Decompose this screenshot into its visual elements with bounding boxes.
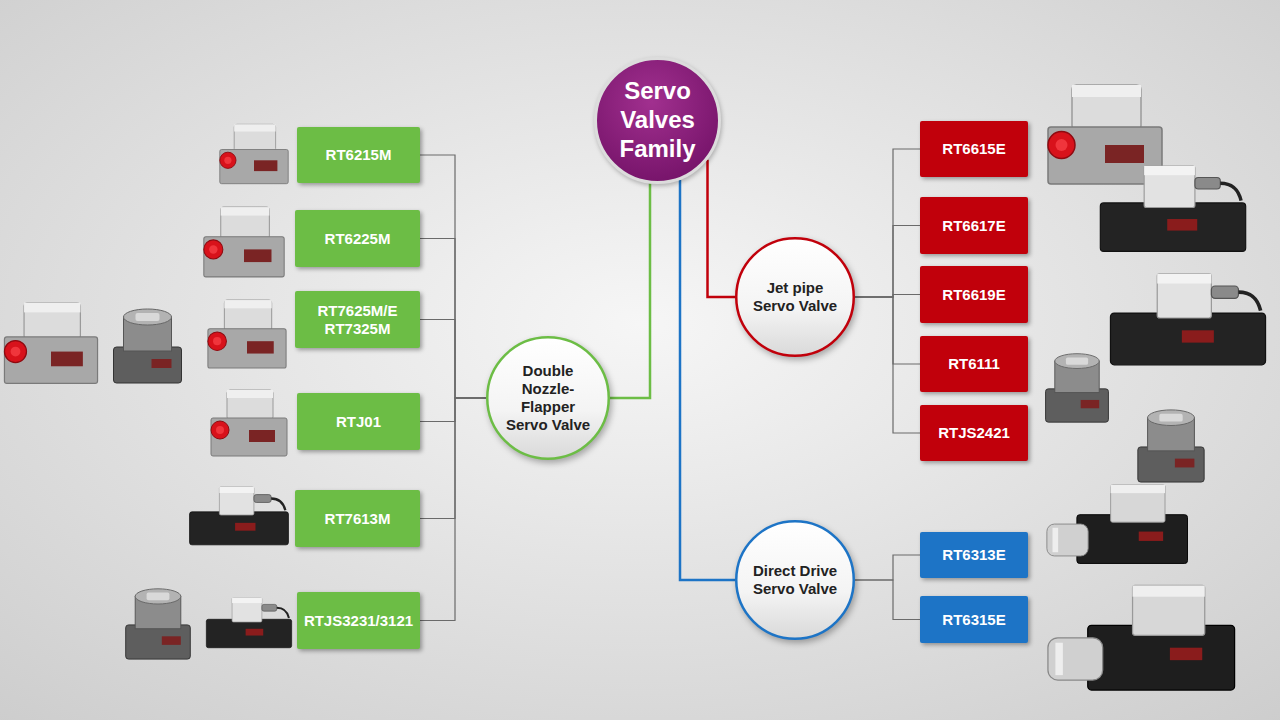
category-connector: [610, 184, 650, 398]
tree-connector: [855, 297, 920, 364]
tree-connector: [855, 149, 920, 297]
model-name: RT6111: [948, 355, 1000, 373]
model-box: RT7613M: [295, 490, 420, 547]
valve-photo: [208, 300, 286, 368]
circle-shape: [487, 337, 609, 459]
valve-photo: [4, 303, 97, 384]
valve-photo: [1110, 274, 1265, 365]
valve-photo: [1138, 410, 1204, 482]
model-name: RT6225M: [325, 230, 391, 248]
model-name: RTJS2421: [938, 424, 1010, 442]
model-name: RT7613M: [325, 510, 391, 528]
model-box: RT6617E: [920, 197, 1028, 254]
valve-photo: [206, 598, 291, 648]
circle-shape: [736, 521, 854, 639]
circle-label: Servo Valves Family: [608, 77, 708, 163]
circle-label: Direct Drive Servo Valve: [749, 562, 841, 598]
model-name: RT6617E: [942, 217, 1005, 235]
valve-photo: [220, 124, 288, 183]
valve-photo: [1047, 485, 1188, 564]
model-name: RT6619E: [942, 286, 1005, 304]
model-box: RT7625M/E RT7325M: [295, 291, 420, 348]
model-box: RT6619E: [920, 266, 1028, 323]
model-box: RTJS2421: [920, 405, 1028, 461]
tree-connector: [420, 239, 486, 399]
tree-connector: [855, 297, 920, 433]
model-name: RT6313E: [942, 546, 1005, 564]
model-box: RTJ01: [297, 393, 420, 450]
model-name: RTJ01: [336, 413, 381, 431]
valve-photo: [1046, 354, 1109, 422]
model-box: RT6313E: [920, 532, 1028, 578]
model-box: RTJS3231/3121: [297, 592, 420, 649]
tree-connector: [420, 398, 486, 621]
model-box: RT6615E: [920, 121, 1028, 177]
category-connector: [680, 180, 735, 580]
valve-photo: [204, 207, 284, 277]
circle-shape: [596, 59, 720, 183]
model-box: RT6215M: [297, 127, 420, 183]
root-circle: Servo Valves Family: [594, 57, 721, 184]
model-name: RTJS3231/3121: [304, 612, 413, 630]
model-name: RT6215M: [326, 146, 392, 164]
circle-label: Jet pipe Servo Valve: [749, 279, 841, 315]
tree-connector: [420, 398, 486, 422]
model-name: RT6615E: [942, 140, 1005, 158]
tree-connector: [855, 580, 920, 620]
category-circle: Direct Drive Servo Valve: [735, 520, 855, 640]
model-name: RT7625M/E RT7325M: [299, 302, 416, 338]
model-box: RT6315E: [920, 596, 1028, 643]
tree-connector: [855, 555, 920, 580]
tree-connector: [420, 320, 486, 399]
valve-photo: [190, 487, 289, 545]
valve-photo: [114, 309, 182, 383]
valve-photo: [211, 390, 287, 456]
model-name: RT6315E: [942, 611, 1005, 629]
valve-photo: [126, 589, 191, 659]
model-box: RT6225M: [295, 210, 420, 267]
model-box: RT6111: [920, 336, 1028, 392]
circle-shape: [736, 238, 854, 356]
tree-connector: [420, 155, 486, 398]
tree-connector: [420, 398, 486, 519]
category-connector: [708, 160, 736, 297]
tree-connector: [855, 226, 920, 298]
valve-photo: [1100, 166, 1245, 251]
circle-label: Double Nozzle-Flapper Servo Valve: [502, 362, 594, 434]
category-circle: Jet pipe Servo Valve: [735, 237, 855, 357]
category-circle: Double Nozzle-Flapper Servo Valve: [486, 336, 610, 460]
valve-photo: [1048, 585, 1235, 690]
